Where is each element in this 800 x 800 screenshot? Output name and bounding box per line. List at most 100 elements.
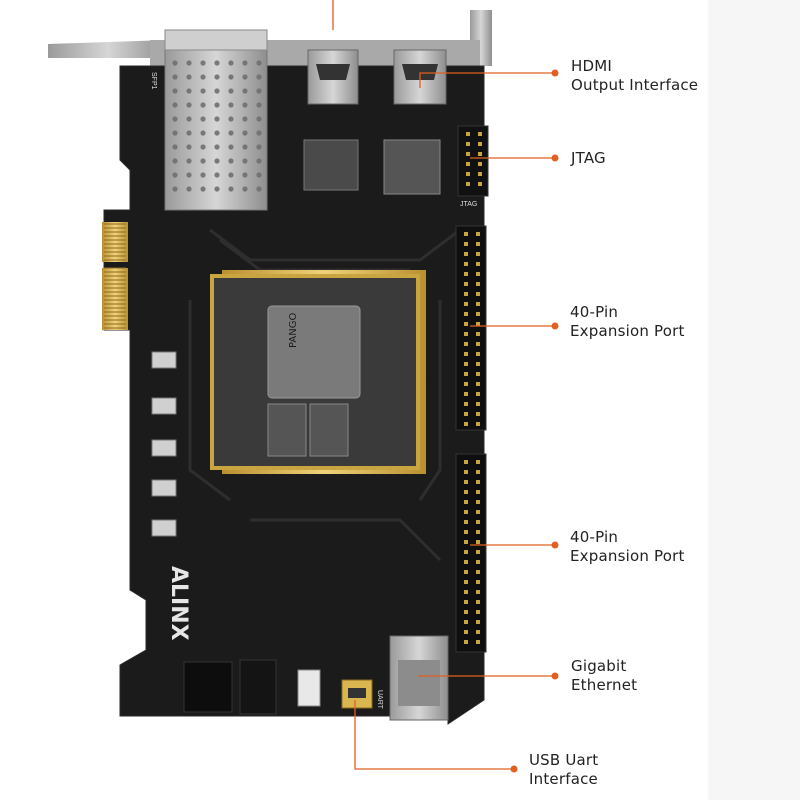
header-pin: [464, 640, 468, 644]
pcie-fingers: [102, 222, 128, 330]
header-pin: [476, 510, 480, 514]
header-pin: [464, 362, 468, 366]
header-pin: [476, 262, 480, 266]
header-pin: [478, 172, 482, 176]
header-pin: [476, 372, 480, 376]
header-pin: [466, 142, 470, 146]
header-pin: [466, 172, 470, 176]
header-pin: [476, 480, 480, 484]
header-pin: [464, 382, 468, 386]
header-pin: [464, 252, 468, 256]
header-pin: [464, 322, 468, 326]
header-pin: [476, 232, 480, 236]
header-pin: [464, 500, 468, 504]
usb-uart-connector: [341, 679, 373, 709]
header-pin: [476, 242, 480, 246]
header-pin: [464, 580, 468, 584]
callout-line: [354, 700, 514, 770]
callout-dot: [510, 765, 518, 773]
expansion-header-1: [455, 225, 487, 431]
header-pin: [478, 132, 482, 136]
callout-dot: [551, 322, 559, 330]
header-pin: [476, 302, 480, 306]
header-pin: [476, 362, 480, 366]
power-connector: [183, 661, 233, 713]
header-pin: [476, 342, 480, 346]
header-pin: [464, 242, 468, 246]
callout-label-jtag: JTAG: [571, 149, 606, 167]
header-pin: [476, 332, 480, 336]
header-pin: [464, 292, 468, 296]
header-pin: [476, 550, 480, 554]
header-pin: [466, 152, 470, 156]
header-pin: [476, 392, 480, 396]
header-pin: [464, 262, 468, 266]
header-pin: [476, 282, 480, 286]
callout-dot: [551, 69, 559, 77]
expansion-header-2: [455, 453, 487, 653]
header-pin: [476, 530, 480, 534]
silk-jtag: JTAG: [460, 201, 477, 208]
header-pin: [476, 560, 480, 564]
cpld-chip: [383, 139, 441, 195]
header-pin: [464, 352, 468, 356]
header-pin: [476, 520, 480, 524]
header-pin: [476, 500, 480, 504]
header-pin: [466, 132, 470, 136]
fpga-vendor-text: PANGO: [288, 313, 299, 348]
header-pin: [476, 422, 480, 426]
header-pin: [464, 282, 468, 286]
header-pin: [464, 630, 468, 634]
header-pin: [464, 590, 468, 594]
sfp-cage: [164, 29, 268, 211]
header-pin: [464, 520, 468, 524]
header-pin: [464, 232, 468, 236]
header-pin: [466, 162, 470, 166]
header-pin: [464, 272, 468, 276]
header-pin: [478, 162, 482, 166]
header-pin: [478, 152, 482, 156]
callout-line: [419, 72, 555, 88]
ddr-chip: [267, 403, 307, 457]
header-pin: [464, 412, 468, 416]
header-pin: [464, 480, 468, 484]
silk-uart: UART: [376, 690, 383, 710]
header-pin: [476, 382, 480, 386]
push-button: [151, 439, 177, 457]
jtag-header: [457, 125, 489, 197]
core-module: [210, 270, 426, 474]
header-pin: [476, 540, 480, 544]
header-pin: [476, 470, 480, 474]
header-pin: [476, 412, 480, 416]
header-pin: [476, 312, 480, 316]
push-button: [151, 397, 177, 415]
header-pin: [464, 372, 468, 376]
header-pin: [476, 570, 480, 574]
callout-lines: [332, 0, 559, 773]
header-pin: [464, 510, 468, 514]
header-pin: [476, 590, 480, 594]
header-pin: [464, 402, 468, 406]
header-pin: [464, 560, 468, 564]
header-pin: [476, 292, 480, 296]
side-buttons: [151, 351, 177, 537]
header-pin: [464, 600, 468, 604]
header-pin: [464, 422, 468, 426]
header-pin: [476, 620, 480, 624]
header-pin: [476, 252, 480, 256]
header-pin: [464, 620, 468, 624]
header-pin: [476, 460, 480, 464]
header-pin: [476, 352, 480, 356]
header-pin: [478, 182, 482, 186]
power-switch: [297, 669, 321, 707]
header-pin: [476, 610, 480, 614]
background-panel: [708, 0, 800, 800]
callout-dot: [551, 154, 559, 162]
header-pin: [464, 342, 468, 346]
